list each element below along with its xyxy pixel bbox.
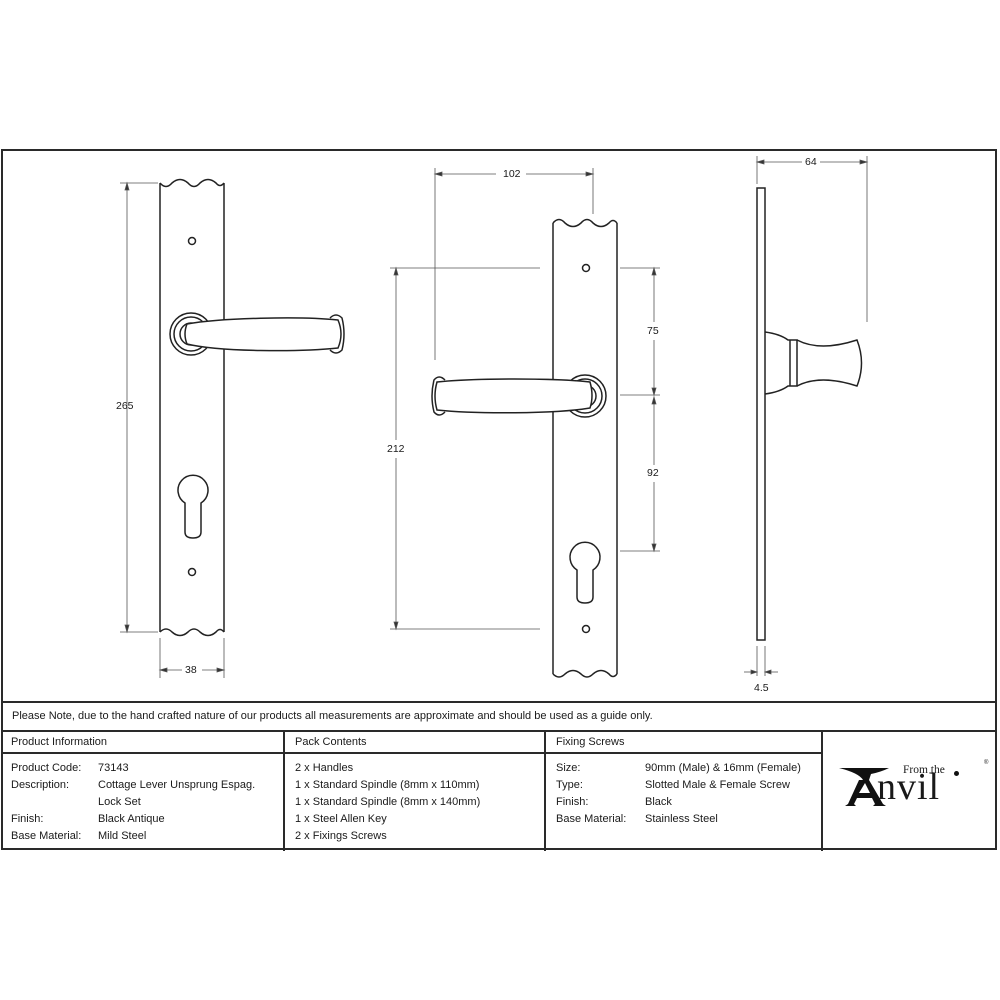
- pack-contents-section: Pack Contents 2 x Handles 1 x Standard S…: [285, 732, 546, 851]
- pack-item: 1 x Standard Spindle (8mm x 110mm): [295, 779, 480, 791]
- right-backplate: [431, 218, 618, 678]
- info-row: Size:90mm (Male) & 16mm (Female): [556, 762, 801, 774]
- dim-centres-212: 212: [387, 443, 405, 455]
- side-view: [756, 187, 863, 641]
- screw-hole-icon: [187, 567, 197, 577]
- logo-dot: [954, 771, 959, 776]
- section-heading: Fixing Screws: [546, 732, 821, 754]
- product-information-section: Product Information Product Code:73143 D…: [1, 732, 285, 851]
- dim-75: 75: [647, 325, 659, 337]
- pack-item: 1 x Standard Spindle (8mm x 140mm): [295, 796, 481, 808]
- logo-brand-text: nvil: [877, 766, 941, 808]
- left-backplate: [159, 178, 345, 637]
- product-finish: Black Antique: [98, 813, 165, 825]
- pack-item: 2 x Handles: [295, 762, 354, 774]
- anvil-a-icon: [839, 768, 889, 806]
- dim-projection-102: 102: [503, 168, 521, 180]
- info-row: Finish:Black Antique: [11, 811, 283, 828]
- screw-hole-icon: [187, 236, 197, 246]
- dim-height-265: 265: [116, 400, 134, 412]
- info-row: Type:Slotted Male & Female Screw: [556, 779, 790, 791]
- section-heading: Product Information: [1, 732, 283, 754]
- dim-width-38: 38: [185, 664, 197, 676]
- info-row: Description:Cottage Lever Unsprung Espag…: [11, 777, 283, 794]
- technical-drawing: [120, 156, 869, 678]
- product-code: 73143: [98, 762, 129, 774]
- dim-thickness-4-5: 4.5: [754, 682, 769, 694]
- brand-logo-section: From the nvil ®: [823, 732, 995, 851]
- screw-hole-icon: [581, 624, 591, 634]
- screw-hole-icon: [581, 263, 591, 273]
- dim-92: 92: [647, 467, 659, 479]
- info-row: Finish:Black: [556, 796, 672, 808]
- info-row: Base Material:Stainless Steel: [556, 813, 718, 825]
- info-row: Base Material:Mild Steel: [11, 828, 283, 845]
- product-base-material: Mild Steel: [98, 830, 147, 842]
- info-row: Lock Set: [98, 796, 141, 808]
- info-table: Product Information Product Code:73143 D…: [1, 730, 997, 851]
- drawing-frame: [1, 149, 997, 850]
- logo-small-text: From the: [903, 764, 945, 776]
- measurement-disclaimer: Please Note, due to the hand crafted nat…: [1, 701, 997, 731]
- info-row: Product Code:73143: [11, 760, 283, 777]
- fixing-screws-section: Fixing Screws Size:90mm (Male) & 16mm (F…: [546, 732, 823, 851]
- from-the-anvil-logo: From the nvil ®: [837, 760, 989, 812]
- section-heading: Pack Contents: [285, 732, 544, 754]
- product-description: Cottage Lever Unsprung Espag.: [98, 779, 256, 791]
- pack-item: 1 x Steel Allen Key: [295, 813, 387, 825]
- registered-mark: ®: [984, 760, 989, 766]
- dim-side-64: 64: [805, 156, 817, 168]
- pack-item: 2 x Fixings Screws: [295, 830, 387, 842]
